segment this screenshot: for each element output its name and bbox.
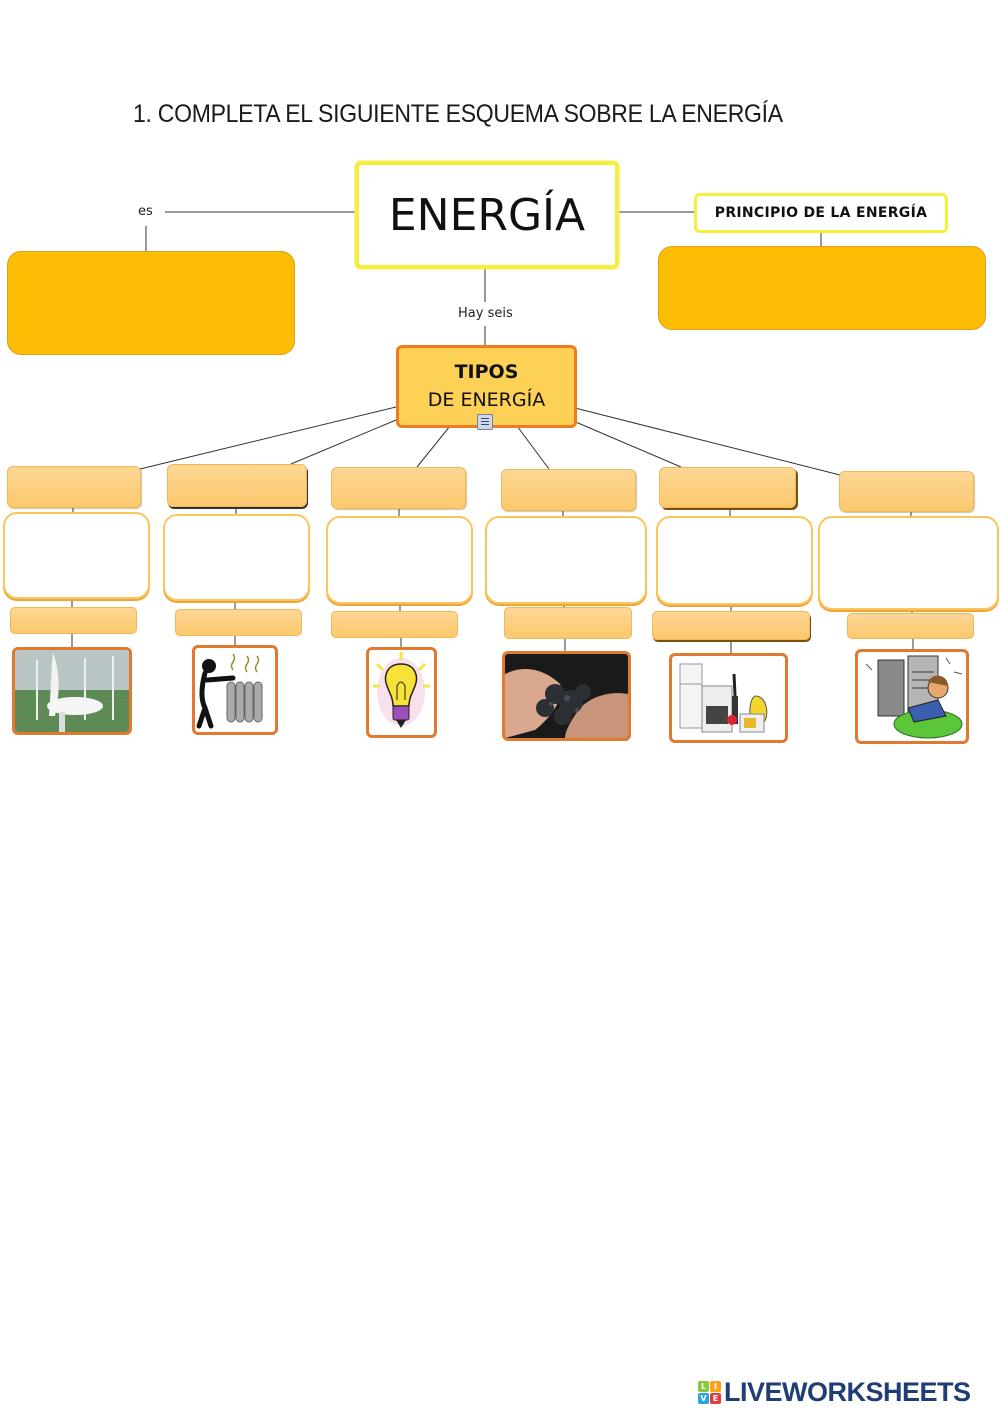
liveworksheets-logo: L I V E LIVEWORKSHEETS	[698, 1377, 971, 1407]
sound-speakers-image	[855, 649, 969, 744]
es-connector-label: es	[138, 204, 153, 219]
type-5-name-field[interactable]	[659, 467, 796, 508]
worksheet-title: 1. COMPLETA EL SIGUIENTE ESQUEMA SOBRE L…	[133, 100, 783, 128]
coal-photo-icon	[505, 654, 628, 738]
energy-definition-answer-field[interactable]	[7, 251, 295, 355]
brand-name: LIVEWORKSHEETS	[724, 1376, 971, 1407]
type-3-example-field[interactable]	[331, 611, 458, 638]
types-node-line2: DE ENERGÍA	[427, 388, 546, 411]
note-icon[interactable]	[477, 414, 493, 430]
type-3-name-field[interactable]	[331, 467, 466, 509]
person-heating-icon	[196, 653, 263, 729]
energy-principle-answer-field[interactable]	[658, 246, 986, 330]
type-4-description-field[interactable]	[485, 516, 647, 604]
hay-seis-connector-label: Hay seis	[458, 306, 513, 321]
logo-letter-v: V	[698, 1392, 709, 1404]
type-6-description-field[interactable]	[818, 516, 999, 610]
type-1-example-field[interactable]	[10, 607, 137, 634]
type-2-description-field[interactable]	[163, 514, 310, 601]
type-5-example-field[interactable]	[652, 611, 810, 640]
types-node-line1: TIPOS	[454, 360, 519, 383]
home-appliances-image	[669, 653, 788, 743]
type-4-name-field[interactable]	[501, 469, 636, 511]
logo-letter-e: E	[710, 1392, 721, 1404]
type-2-example-field[interactable]	[175, 609, 302, 636]
type-4-example-field[interactable]	[504, 607, 632, 639]
coal-hands-image	[502, 651, 631, 741]
boy-speakers-icon	[865, 655, 963, 739]
logo-letter-l: L	[698, 1380, 709, 1392]
live-cubes-icon: L I V E	[698, 1380, 721, 1404]
type-6-example-field[interactable]	[847, 613, 974, 639]
logo-letter-i: I	[710, 1380, 721, 1392]
wind-turbine-photo-icon	[15, 650, 129, 732]
appliances-icon	[679, 663, 768, 733]
type-3-description-field[interactable]	[326, 516, 473, 604]
light-bulb-image	[366, 647, 437, 738]
type-2-name-field[interactable]	[167, 464, 307, 507]
wind-turbine-image	[12, 647, 132, 735]
heating-radiator-image	[192, 645, 278, 735]
energy-principle-node: PRINCIPIO DE LA ENERGÍA	[694, 193, 948, 233]
type-1-description-field[interactable]	[3, 512, 150, 599]
type-1-name-field[interactable]	[7, 466, 141, 508]
light-bulb-icon	[373, 652, 430, 728]
energy-main-node: ENERGÍA	[355, 161, 619, 269]
type-5-description-field[interactable]	[656, 516, 813, 605]
connector-lines	[71, 211, 914, 653]
type-6-name-field[interactable]	[839, 471, 974, 512]
